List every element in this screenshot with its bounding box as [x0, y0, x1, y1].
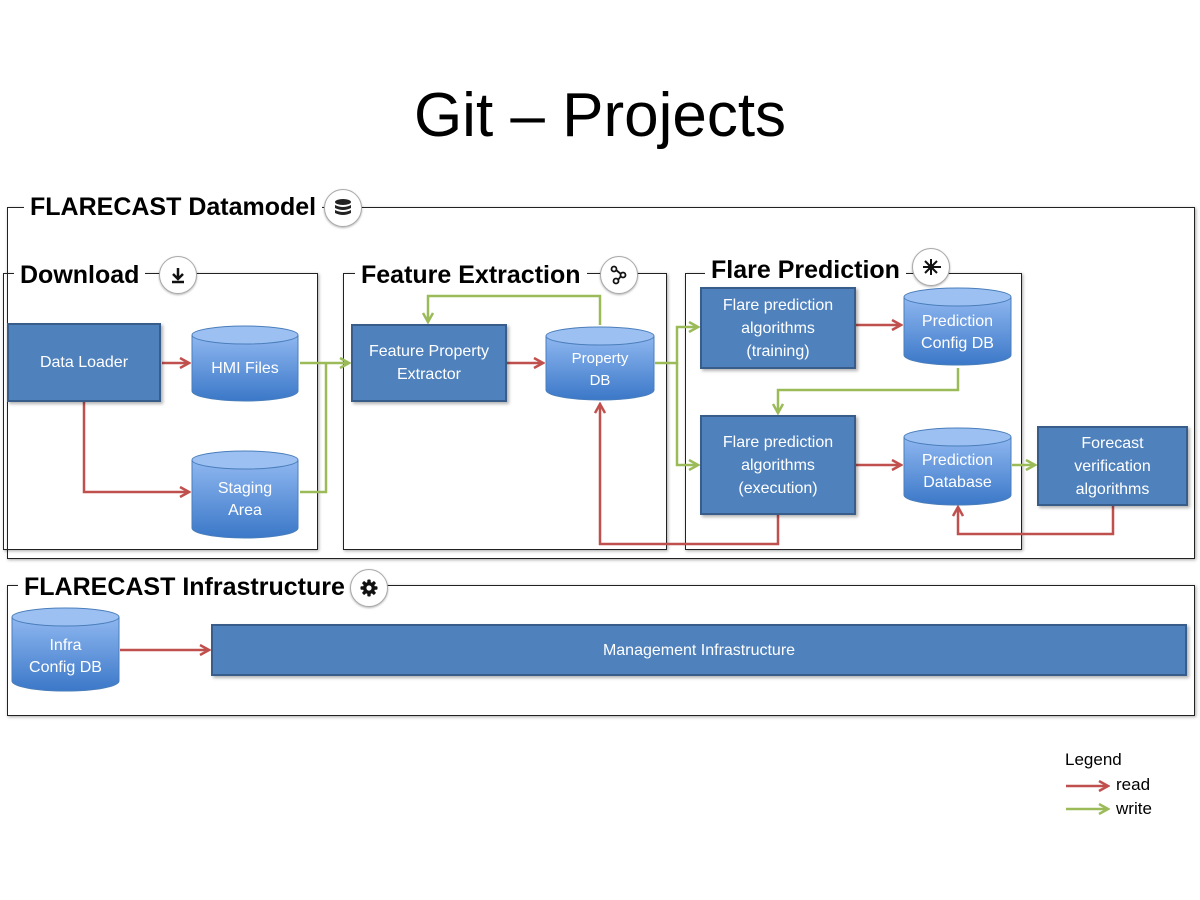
staging-area-label: Staging Area	[217, 480, 273, 519]
prediction-config-db[interactable]: Prediction Config DB	[903, 287, 1012, 367]
database-icon	[324, 189, 362, 227]
graph-nodes-icon	[600, 256, 638, 294]
hmi-files-db[interactable]: HMI Files	[191, 325, 299, 403]
infrastructure-frame	[7, 585, 1195, 716]
management-infrastructure-box[interactable]: Management Infrastructure	[211, 624, 1187, 676]
staging-area-db[interactable]: Staging Area	[191, 450, 299, 540]
infra-config-db-label: Infra Config DB	[29, 637, 102, 676]
download-label: Download	[14, 260, 146, 290]
cylinder-shape	[191, 325, 299, 402]
legend-write-label: write	[1116, 799, 1152, 818]
prediction-database-label: Prediction Database	[921, 452, 994, 491]
cylinder-shape	[903, 427, 1012, 506]
prediction-database[interactable]: Prediction Database	[903, 427, 1012, 507]
download-icon	[159, 256, 197, 294]
property-db[interactable]: Property DB	[545, 326, 655, 402]
prediction-config-db-label: Prediction Config DB	[921, 313, 994, 352]
gear-icon	[350, 569, 388, 607]
cylinder-shape	[11, 607, 120, 692]
flare-execution-box[interactable]: Flare prediction algorithms (execution)	[700, 415, 856, 515]
cylinder-shape	[903, 287, 1012, 366]
feature-extraction-label: Feature Extraction	[355, 260, 587, 290]
datamodel-label: FLARECAST Datamodel	[24, 192, 323, 222]
cylinder-shape	[545, 326, 655, 401]
slide-title: Git – Projects	[413, 81, 787, 150]
infra-config-db[interactable]: Infra Config DB	[11, 607, 120, 693]
legend-title: Legend	[1065, 750, 1122, 769]
flare-training-box[interactable]: Flare prediction algorithms (training)	[700, 287, 856, 369]
cylinder-shape	[191, 450, 299, 539]
flare-prediction-label: Flare Prediction	[705, 255, 906, 285]
feature-extraction-frame	[343, 273, 667, 550]
legend-read-label: read	[1116, 775, 1151, 794]
forecast-verification-box[interactable]: Forecast verification algorithms	[1037, 426, 1188, 506]
feature-property-extractor-box[interactable]: Feature Property Extractor	[351, 324, 507, 402]
infrastructure-label: FLARECAST Infrastructure	[18, 572, 351, 602]
data-loader-box[interactable]: Data Loader	[7, 323, 161, 402]
property-db-label: Property DB	[571, 350, 629, 389]
hmi-files-label: HMI Files	[211, 360, 279, 377]
flare-burst-icon	[912, 248, 950, 286]
